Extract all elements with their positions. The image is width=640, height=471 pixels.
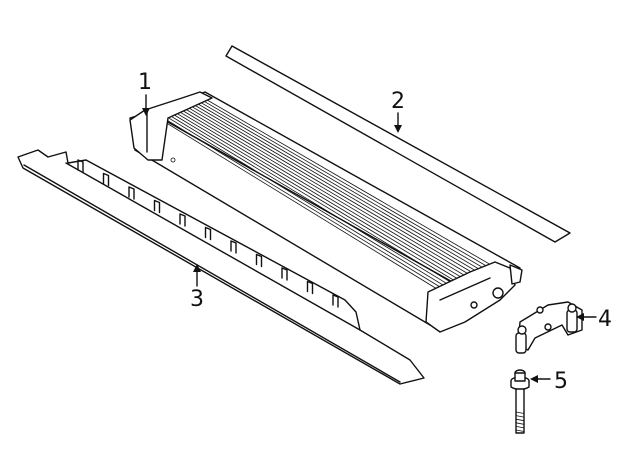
arrow-2-icon (394, 125, 402, 133)
callout-3: 3 (190, 287, 204, 312)
bolt-thread-line (515, 422, 525, 425)
deflector-clip (102, 172, 110, 187)
arrow-1-icon (142, 108, 150, 116)
callout-4: 4 (598, 307, 612, 332)
deflector-clips (77, 159, 339, 308)
deflector-clip (332, 294, 339, 308)
cooler-fin-line (193, 101, 500, 282)
callout-1: 1 (138, 70, 152, 95)
cooler-fin-line (176, 109, 478, 291)
deflector-clip (230, 240, 237, 254)
leader-lines (142, 94, 597, 383)
cooler-fin-line (196, 99, 503, 280)
bolt-thread-line (515, 415, 525, 418)
part-5-bolt (510, 369, 530, 434)
deflector-clip (153, 199, 161, 214)
cooler-fin-line (165, 115, 463, 298)
cooler-fins (159, 96, 511, 301)
cooler-fin-line (162, 117, 459, 299)
cooler-fin-line (159, 118, 456, 301)
cooler-fin-line (179, 108, 481, 290)
deflector-clip (128, 186, 135, 200)
cooler-fin-line (201, 96, 511, 277)
arrow-5-icon (530, 375, 538, 383)
deflector-clip (179, 213, 186, 227)
bolt-threads (515, 411, 525, 432)
bolt-thread-line (515, 426, 525, 429)
cooler-fin-line (198, 98, 507, 278)
bolt-thread-line (515, 418, 525, 422)
cooler-fin-line (184, 105, 489, 286)
callout-2: 2 (391, 89, 405, 114)
deflector-clip (77, 159, 84, 173)
arrow-4-icon (576, 313, 584, 321)
deflector-clip (281, 267, 288, 281)
cooler-fin-line (190, 102, 496, 283)
bolt-thread-line (515, 429, 525, 432)
deflector-clip (306, 280, 314, 295)
callout-5: 5 (554, 369, 568, 394)
part-4-bracket (515, 301, 583, 354)
deflector-clip (255, 253, 263, 268)
cooler-fin-line (170, 112, 470, 294)
part-3-deflector (17, 149, 425, 385)
cooler-fin-line (173, 111, 474, 293)
cooler-fin-line (187, 103, 492, 285)
arrow-3-icon (193, 264, 201, 272)
cooler-fin-line (182, 106, 485, 288)
part-2-seal-strip (225, 45, 571, 243)
deflector-clip (204, 226, 212, 241)
cooler-fin-line (168, 114, 467, 296)
part-1-cooler (129, 91, 523, 333)
bolt-thread-line (515, 411, 525, 414)
